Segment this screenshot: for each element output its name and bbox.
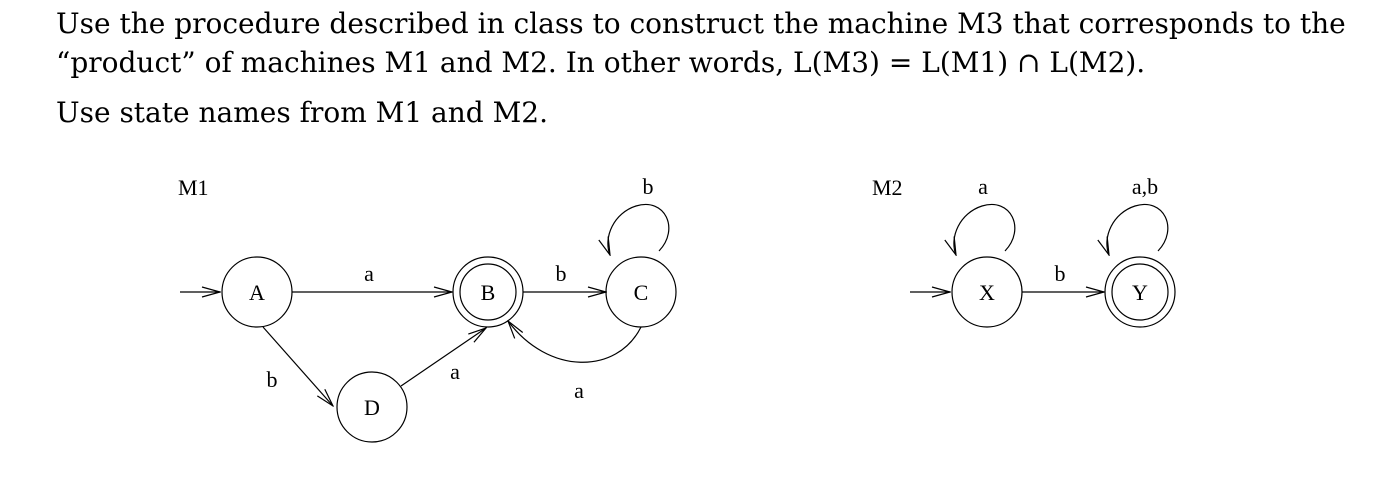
state-b-accepting: B [452,256,524,328]
transition-x-loop [954,203,1016,255]
machine-m2: M2 X Y a b a,b [872,174,1176,328]
state-y-label: Y [1132,280,1148,305]
state-c-label: C [634,280,649,305]
transition-y-loop [1107,203,1169,255]
transition-d-to-b-label: a [450,359,460,384]
problem-line-2: “product” of machines M1 and M2. In othe… [56,46,1146,79]
transition-a-to-b-label: a [364,261,374,286]
machine-m2-label: M2 [872,175,903,200]
transition-x-loop-label: a [978,174,988,199]
problem-line-1: Use the procedure described in class to … [56,7,1346,40]
transition-b-to-c-label: b [556,261,567,286]
state-b-label: B [481,280,496,305]
state-c: C [605,256,677,328]
transition-y-loop-label: a,b [1132,174,1158,199]
machine-m1: M1 A B C D a b b a [178,174,677,443]
transition-c-to-b [508,321,642,363]
transition-x-to-y-label: b [1055,261,1066,286]
state-y-accepting: Y [1104,256,1176,328]
transition-c-to-b-label: a [574,378,584,403]
machine-m1-label: M1 [178,175,209,200]
transition-a-to-d [262,326,333,406]
transition-c-loop [608,203,670,255]
transition-c-loop-label: b [643,174,654,199]
transition-a-to-d-label: b [267,367,278,392]
state-x: X [951,256,1023,328]
problem-line-3: Use state names from M1 and M2. [56,96,548,129]
problem-statement: Use the procedure described in class to … [56,4,1356,132]
state-a-label: A [249,280,265,305]
transition-d-to-b [400,328,486,387]
state-a: A [221,256,293,328]
state-x-label: X [979,280,995,305]
state-d-label: D [364,395,380,420]
state-d: D [336,371,408,443]
